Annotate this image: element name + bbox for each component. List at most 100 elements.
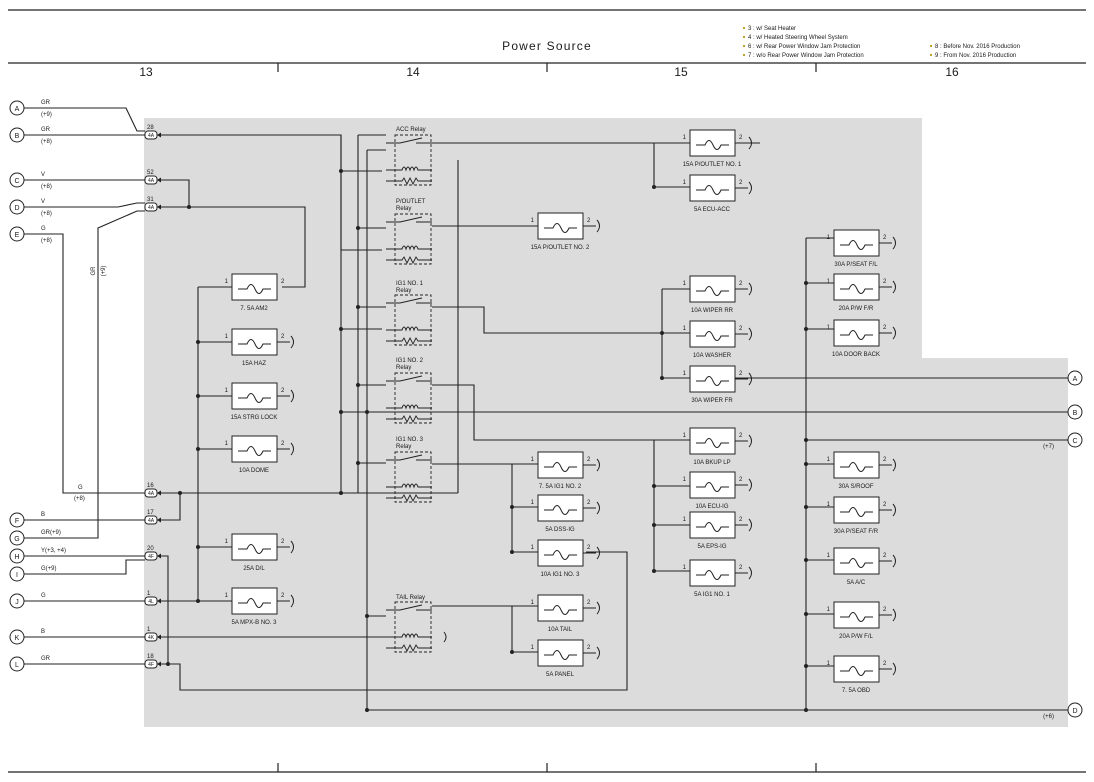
pin-number: 1	[827, 457, 831, 463]
fuse-label: 30A S/ROOF	[838, 484, 873, 490]
notes-left: 3 : w/ Seat Heater 4 : w/ Heated Steerin…	[742, 26, 864, 59]
terminal-circle	[9, 656, 25, 672]
fuse-icon	[696, 522, 729, 532]
connector-arc	[892, 236, 896, 250]
terminal-circle	[9, 512, 25, 528]
pin-number: 2	[281, 441, 285, 447]
fuse-label: 7. 5A OBD	[842, 688, 871, 694]
terminal-circle	[9, 100, 25, 116]
connector-arc	[748, 327, 752, 341]
terminal-circle	[1067, 370, 1083, 386]
pin-number: 2	[739, 326, 743, 332]
wire	[161, 206, 306, 288]
terminal-circle	[9, 172, 25, 188]
relay-coil	[386, 166, 432, 172]
pin-number: 2	[281, 279, 285, 285]
fuse-icon	[238, 598, 271, 608]
connector: 4K1	[144, 627, 161, 642]
pin-number: 1	[531, 645, 535, 651]
fuse-icon	[840, 240, 873, 250]
junction-dot	[652, 523, 656, 527]
pin-number: 1	[683, 371, 687, 377]
wire-color: GR	[91, 266, 97, 276]
junction-dot	[804, 612, 808, 616]
relay-label: Relay	[396, 206, 411, 212]
junction-dot	[510, 550, 514, 554]
relay-coil	[386, 483, 432, 489]
pin-number: 1	[683, 477, 687, 483]
note: 9 : From Nov. 2016 Production	[935, 53, 1016, 59]
fuse-icon	[696, 185, 729, 195]
junction-dot	[339, 327, 343, 331]
wire	[24, 210, 145, 539]
terminal-id: B	[15, 133, 20, 140]
relay-resistor	[386, 414, 432, 424]
pin-number: 2	[587, 457, 591, 463]
relay-label: IG1 NO. 1	[396, 281, 424, 287]
pin-number: 1	[225, 279, 229, 285]
terminal-id: H	[14, 554, 19, 561]
wire-note: (+8)	[41, 238, 52, 244]
wire-color: Y(+3, +4)	[41, 548, 66, 554]
relay-label: ACC Relay	[396, 127, 426, 133]
fuse-label: 10A ECU-IG	[695, 504, 728, 510]
fuse-icon	[238, 284, 271, 294]
relay-frame	[394, 601, 432, 653]
column-number: 16	[945, 65, 959, 79]
terminal-id: C	[14, 178, 19, 185]
terminal-i: IG(+9)	[9, 566, 57, 582]
pin-number: 2	[739, 517, 743, 523]
wire-note: (+7)	[1043, 444, 1054, 450]
fuse-icon	[840, 666, 873, 676]
pin-number: 1	[683, 180, 687, 186]
junction-dot	[356, 383, 360, 387]
column-number: 15	[674, 65, 688, 79]
connector-arc	[892, 458, 896, 472]
fuse-label: 25A D/L	[243, 566, 265, 572]
fuse-label: 7. 5A IG1 NO. 2	[539, 484, 582, 490]
fuse-icon	[544, 505, 577, 515]
relay-switch	[386, 137, 423, 144]
terminal-circle	[9, 593, 25, 609]
wire-color: V	[41, 199, 45, 205]
junction-dot	[804, 558, 808, 562]
fuse-label: 10A WIPER RR	[691, 308, 734, 314]
terminal-right-a: A	[1067, 370, 1083, 386]
pin-number: 2	[739, 477, 743, 483]
junction-dot	[166, 662, 170, 666]
connector-arc	[443, 631, 447, 643]
terminal-id: J	[15, 599, 19, 606]
pin-number: 1	[531, 218, 535, 224]
wire	[24, 107, 145, 132]
connector-arc	[892, 326, 896, 340]
fuse-icon	[696, 286, 729, 296]
junction-dot	[804, 708, 808, 712]
junction-dot	[804, 505, 808, 509]
connector-pin: 52	[147, 170, 154, 176]
relay-resistor	[386, 336, 432, 346]
relay-label: IG1 NO. 2	[396, 358, 424, 364]
connector-pin: 1	[147, 627, 151, 633]
pin-number: 1	[827, 325, 831, 331]
fuse-label: 5A EPS-IG	[697, 544, 726, 550]
connector-code: 4A	[148, 205, 155, 211]
fuse-label: 10A DOME	[239, 468, 269, 474]
wire-note: (+6)	[1043, 714, 1054, 720]
connector-arc	[892, 503, 896, 517]
note: 8 : Before Nov. 2016 Production	[935, 44, 1020, 50]
junction-dot	[339, 169, 343, 173]
fuse-label: 5A ECU-ACC	[694, 207, 731, 213]
relay-switch	[386, 375, 423, 382]
page-title: Power Source	[502, 39, 592, 53]
terminal-id: D	[1072, 708, 1077, 715]
terminal-e: EG(+8)	[9, 226, 52, 244]
